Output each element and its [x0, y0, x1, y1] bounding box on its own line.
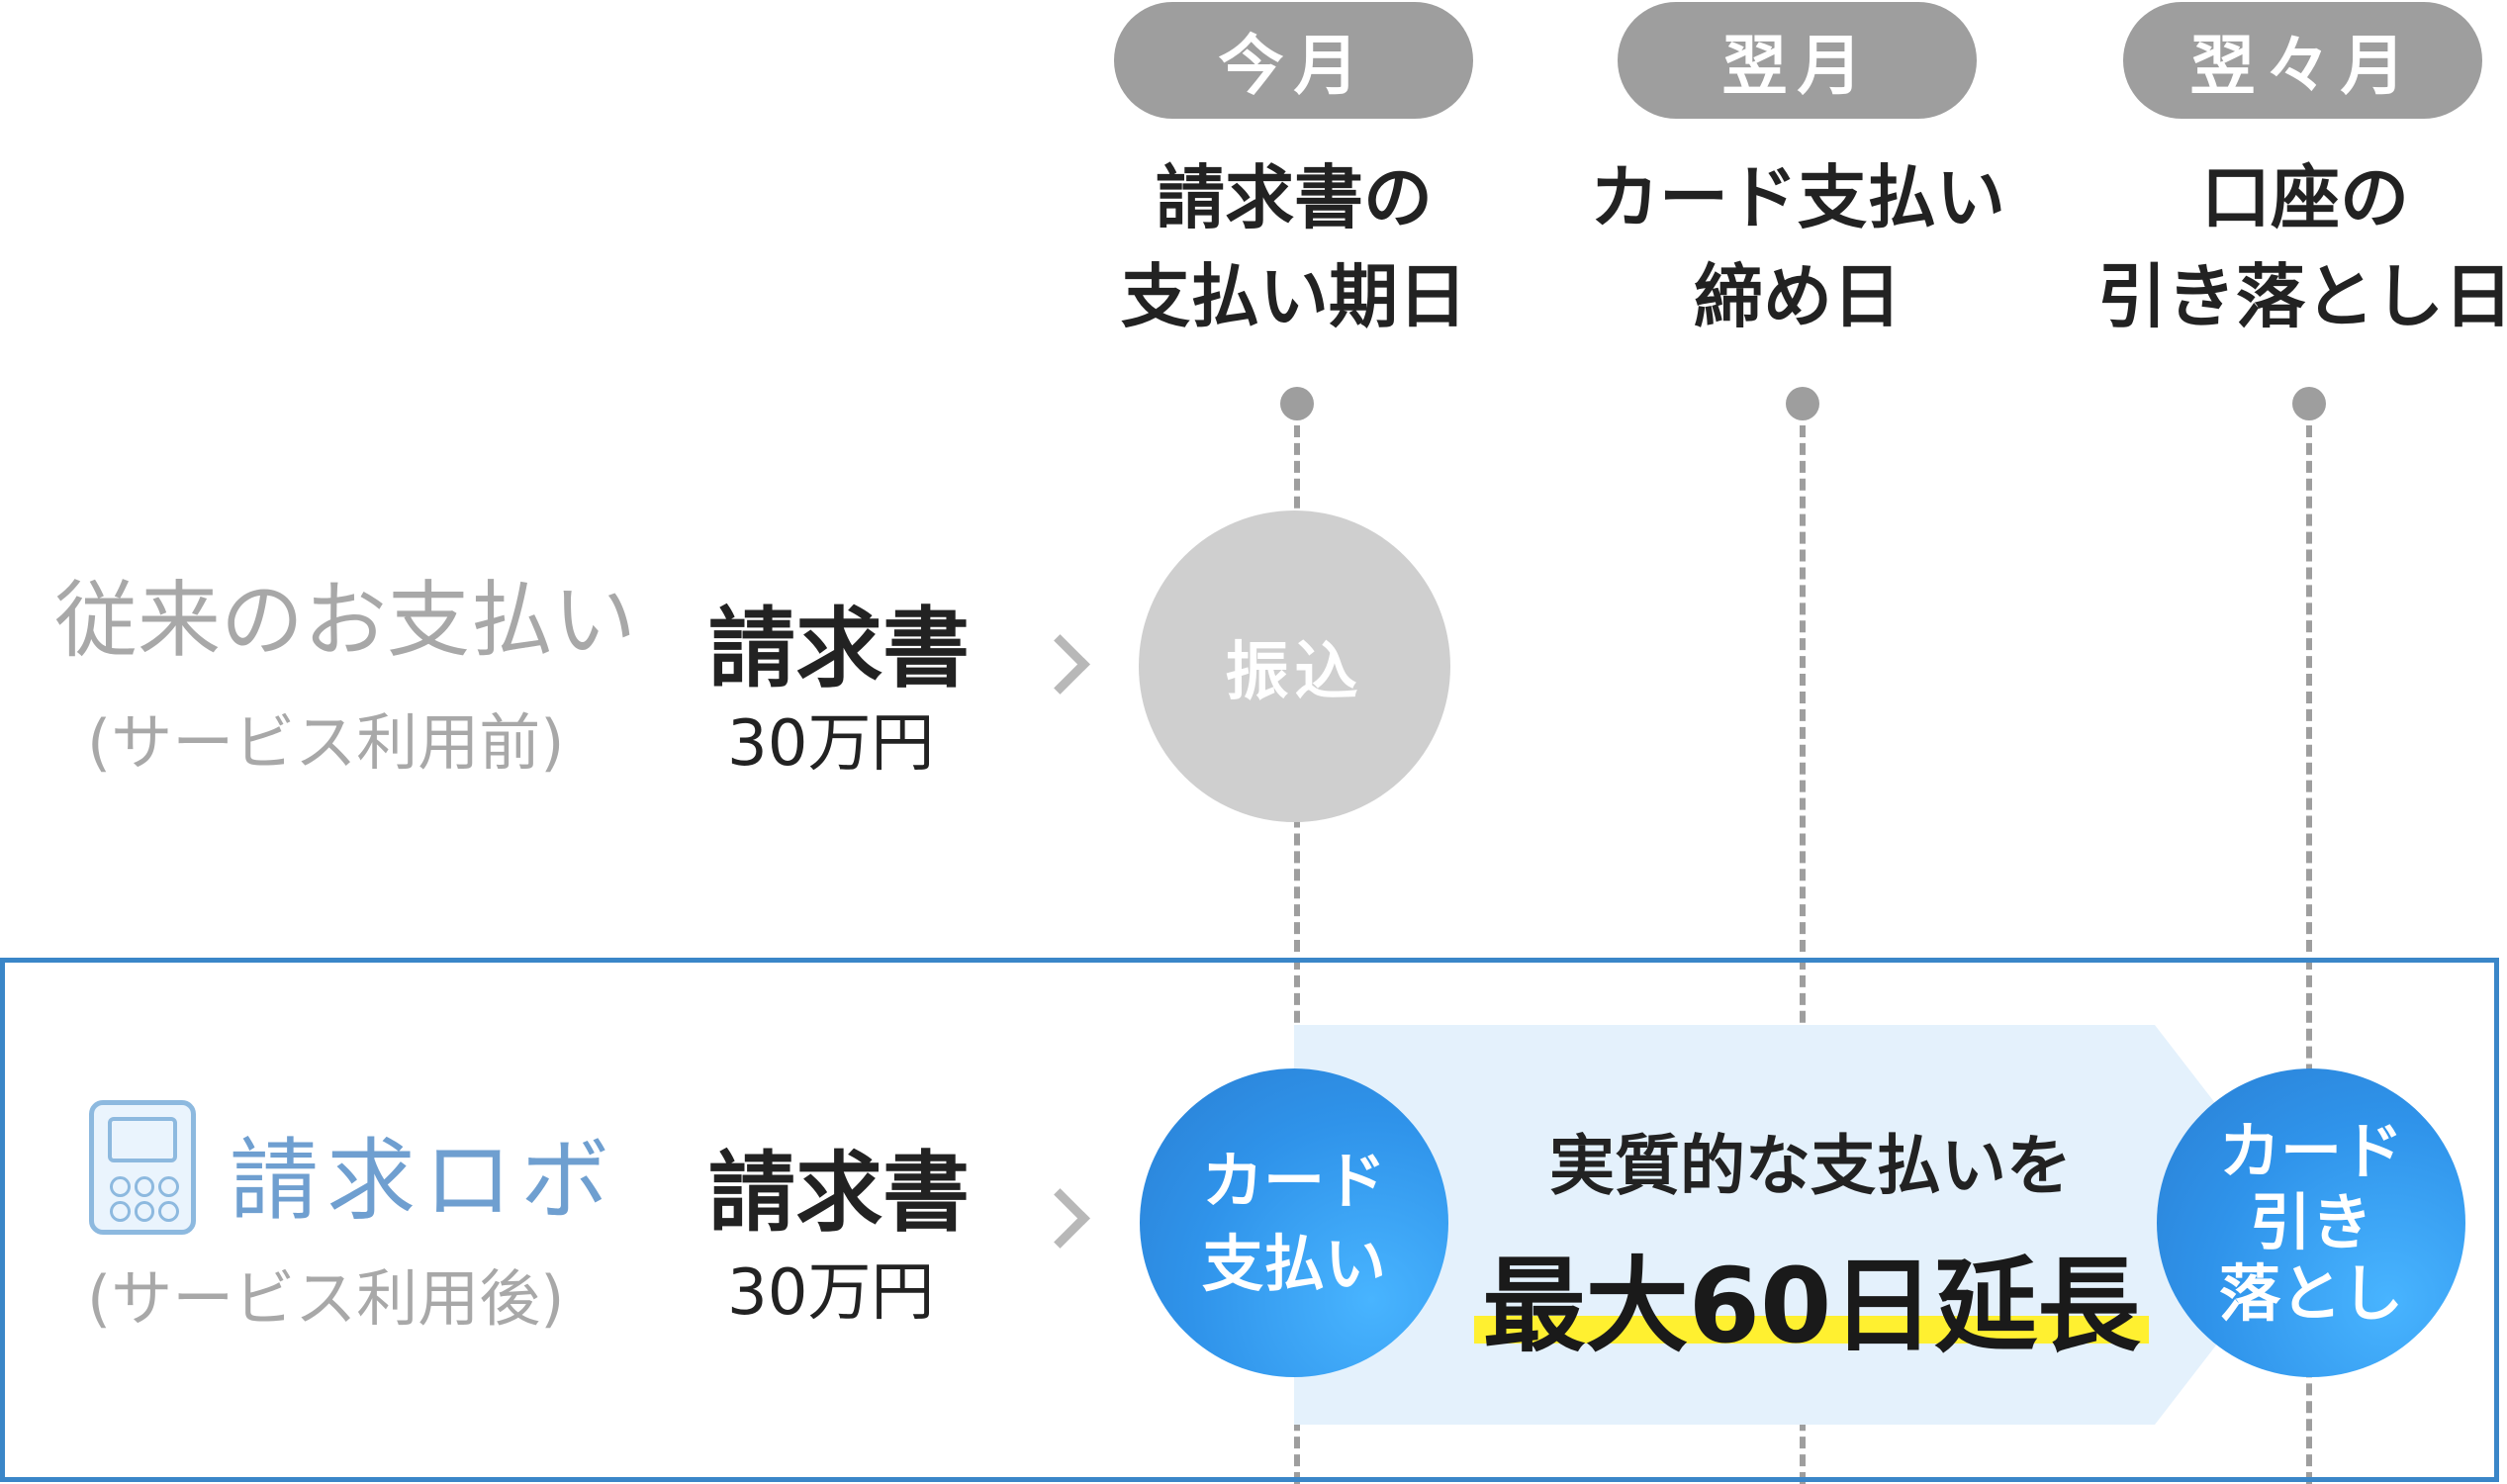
brand-name: 請求ロボ [230, 1129, 617, 1233]
badge-this-month: 今月 [1114, 2, 1473, 119]
timeline-dot-2 [1786, 387, 1819, 420]
chevron-right-icon [1030, 634, 1090, 695]
timeline-dot-1 [1280, 387, 1314, 420]
after-subtitle: (サービス利用後) [87, 1262, 565, 1335]
calculator-keys [110, 1176, 179, 1222]
after-amount: 30万円 [727, 1256, 935, 1330]
timeline-line-2 [1800, 425, 1806, 1484]
calculator-screen [108, 1117, 177, 1162]
after-row-box [0, 958, 2499, 1482]
badge-month-after-next: 翌々月 [2123, 2, 2482, 119]
badge-next-month: 翌月 [1618, 2, 1977, 119]
label-card-closing-date: カード支払い 締め日 [1590, 157, 2005, 337]
card-debit-circle: カード 引き 落とし [2157, 1068, 2465, 1377]
card-payment-circle: カード 支払い [1140, 1068, 1448, 1377]
banner-line-2: 最大60日延長 [1482, 1246, 2141, 1366]
before-amount: 30万円 [727, 707, 935, 781]
after-invoice-label: 請求書 [708, 1142, 971, 1244]
bank-transfer-circle: 振込 [1139, 510, 1450, 822]
timeline-line-3 [2306, 425, 2312, 1484]
timeline-dot-3 [2292, 387, 2326, 420]
before-invoice-label: 請求書 [708, 598, 971, 699]
highlight-underline [1474, 1316, 2149, 1344]
before-title: 従来のお支払い [54, 572, 637, 669]
bank-transfer-label: 振込 [1225, 635, 1364, 709]
timeline-line-1 [1294, 425, 1300, 1484]
before-subtitle: (サービス利用前) [87, 706, 565, 779]
banner-line-1: 実質的な支払いを [1549, 1128, 2072, 1204]
label-bank-debit-date: 口座の 引き落とし日 [2097, 157, 2507, 337]
label-invoice-due-date: 請求書の 支払い期日 [1121, 157, 1467, 337]
calculator-icon [89, 1100, 196, 1235]
